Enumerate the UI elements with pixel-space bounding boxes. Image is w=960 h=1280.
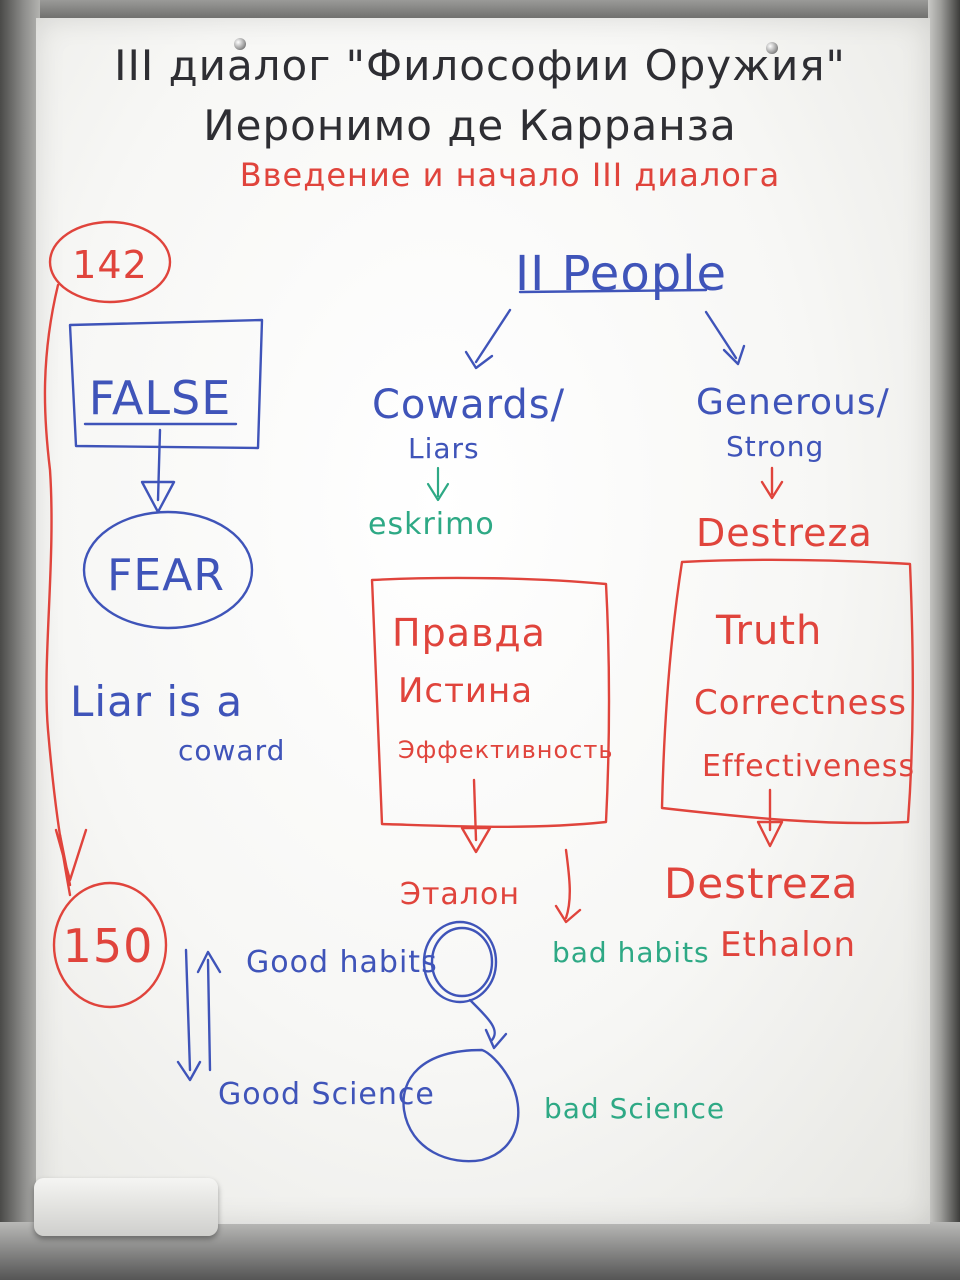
timeline-arrow-head (54, 828, 88, 887)
habits-loop-arrow-head (484, 1028, 508, 1050)
ru-result-arrow (554, 848, 582, 924)
page-end-circle (52, 881, 168, 1009)
bad-habits-label: bad habits (552, 936, 710, 969)
magnet-right (766, 42, 778, 54)
ru-result-label: Эталон (400, 877, 520, 912)
good-habits-label: Good habits (246, 945, 438, 980)
en-result-line1: Destreza (664, 859, 859, 908)
whiteboard-frame-left (0, 0, 40, 1280)
header-title-line2: Иеронимо де Карранза (203, 101, 736, 150)
people-right-arrow-head (722, 344, 746, 366)
ru-box-arrow-head (460, 826, 492, 854)
ru-value-line3: Эффективность (398, 736, 613, 764)
whiteboard-frame-top (0, 0, 960, 20)
false-box (68, 318, 264, 450)
magnet-left (234, 38, 246, 50)
false-to-fear-arrow (156, 428, 162, 502)
page-end-label: 150 (63, 919, 154, 973)
whiteboard-surface (36, 18, 930, 1224)
en-values-box (660, 558, 914, 825)
header-title-line3: Введение и начало III диалога (240, 156, 781, 194)
good-science-label: Good Science (218, 1077, 435, 1112)
destreza-arrow (760, 466, 784, 500)
fear-circle (82, 510, 254, 630)
generous-label-line1: Generous/ (696, 382, 890, 423)
habits-loop-arrow (468, 998, 496, 1042)
ru-value-line2: Истина (398, 671, 533, 711)
en-value-line3: Effectiveness (702, 749, 915, 784)
statement-line1: Liar is a (70, 677, 243, 726)
people-title: II People (515, 246, 727, 302)
people-right-arrow (704, 310, 738, 360)
en-result-line2: Ethalon (720, 925, 856, 965)
en-value-line2: Correctness (694, 683, 907, 723)
false-to-fear-arrow-head (140, 480, 176, 514)
whiteboard-frame-right (928, 0, 960, 1280)
eskrimo-label: eskrimo (368, 507, 495, 542)
habits-loop-circle (422, 920, 498, 1004)
habits-loop-circle-inner (430, 926, 494, 998)
false-label: FALSE (89, 371, 232, 425)
fear-label: FEAR (107, 550, 225, 601)
page-start-circle (48, 220, 172, 304)
down-arrow-left (176, 948, 202, 1082)
science-loop-circle (402, 1048, 520, 1163)
generous-label-line2: Strong (726, 430, 824, 463)
cowards-label-line1: Cowards/ (372, 382, 565, 428)
header-title-line1: III диалог "Философии Оружия" (114, 41, 846, 90)
statement-line2: coward (178, 734, 285, 767)
marker-tray (34, 1178, 218, 1236)
people-left-arrow-head (464, 350, 494, 370)
cowards-label-line2: Liars (408, 432, 480, 465)
en-value-line1: Truth (715, 608, 822, 654)
eskrimo-arrow (426, 466, 450, 502)
people-underline (518, 288, 708, 294)
ru-box-arrow (472, 778, 478, 842)
ru-values-box (370, 576, 611, 828)
en-box-arrow-head (756, 820, 784, 848)
destreza-label: Destreza (696, 511, 873, 555)
up-arrow-right (196, 950, 222, 1072)
ru-value-line1: Правда (392, 611, 546, 655)
timeline-line (43, 283, 72, 897)
page-start-label: 142 (72, 243, 148, 287)
bad-science-label: bad Science (544, 1092, 725, 1125)
people-left-arrow (474, 308, 512, 364)
